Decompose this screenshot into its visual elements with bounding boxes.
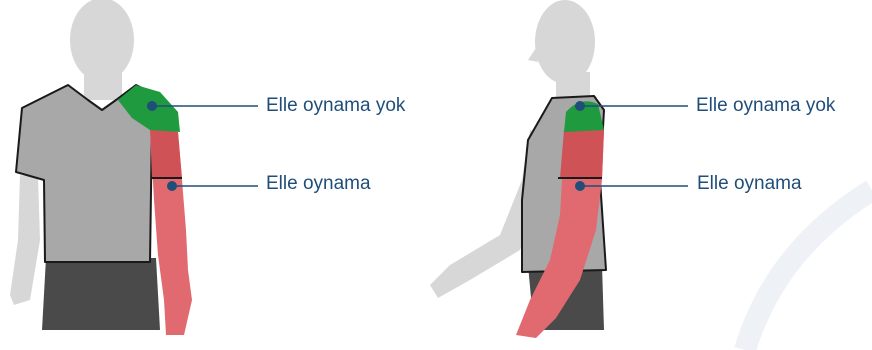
front-left-arm <box>10 175 40 305</box>
background-arc <box>745 190 872 350</box>
side-handling-dot <box>575 181 585 191</box>
side-no-handling-label: Elle oynama yok <box>696 95 835 117</box>
front-handling-label: Elle oynama <box>266 173 371 195</box>
front-no-handling-dot <box>147 101 157 111</box>
front-figure <box>10 0 192 335</box>
front-neck <box>84 70 122 100</box>
side-head <box>535 0 595 84</box>
front-no-handling-label: Elle oynama yok <box>266 95 405 117</box>
side-handling-upper <box>560 130 604 178</box>
side-no-handling-dot <box>575 101 585 111</box>
front-handling-dot <box>167 181 177 191</box>
front-handling-upper <box>150 128 182 178</box>
side-handling-label: Elle oynama <box>697 173 802 195</box>
front-shorts <box>42 258 160 330</box>
side-figure <box>430 0 606 338</box>
front-head <box>70 0 134 82</box>
